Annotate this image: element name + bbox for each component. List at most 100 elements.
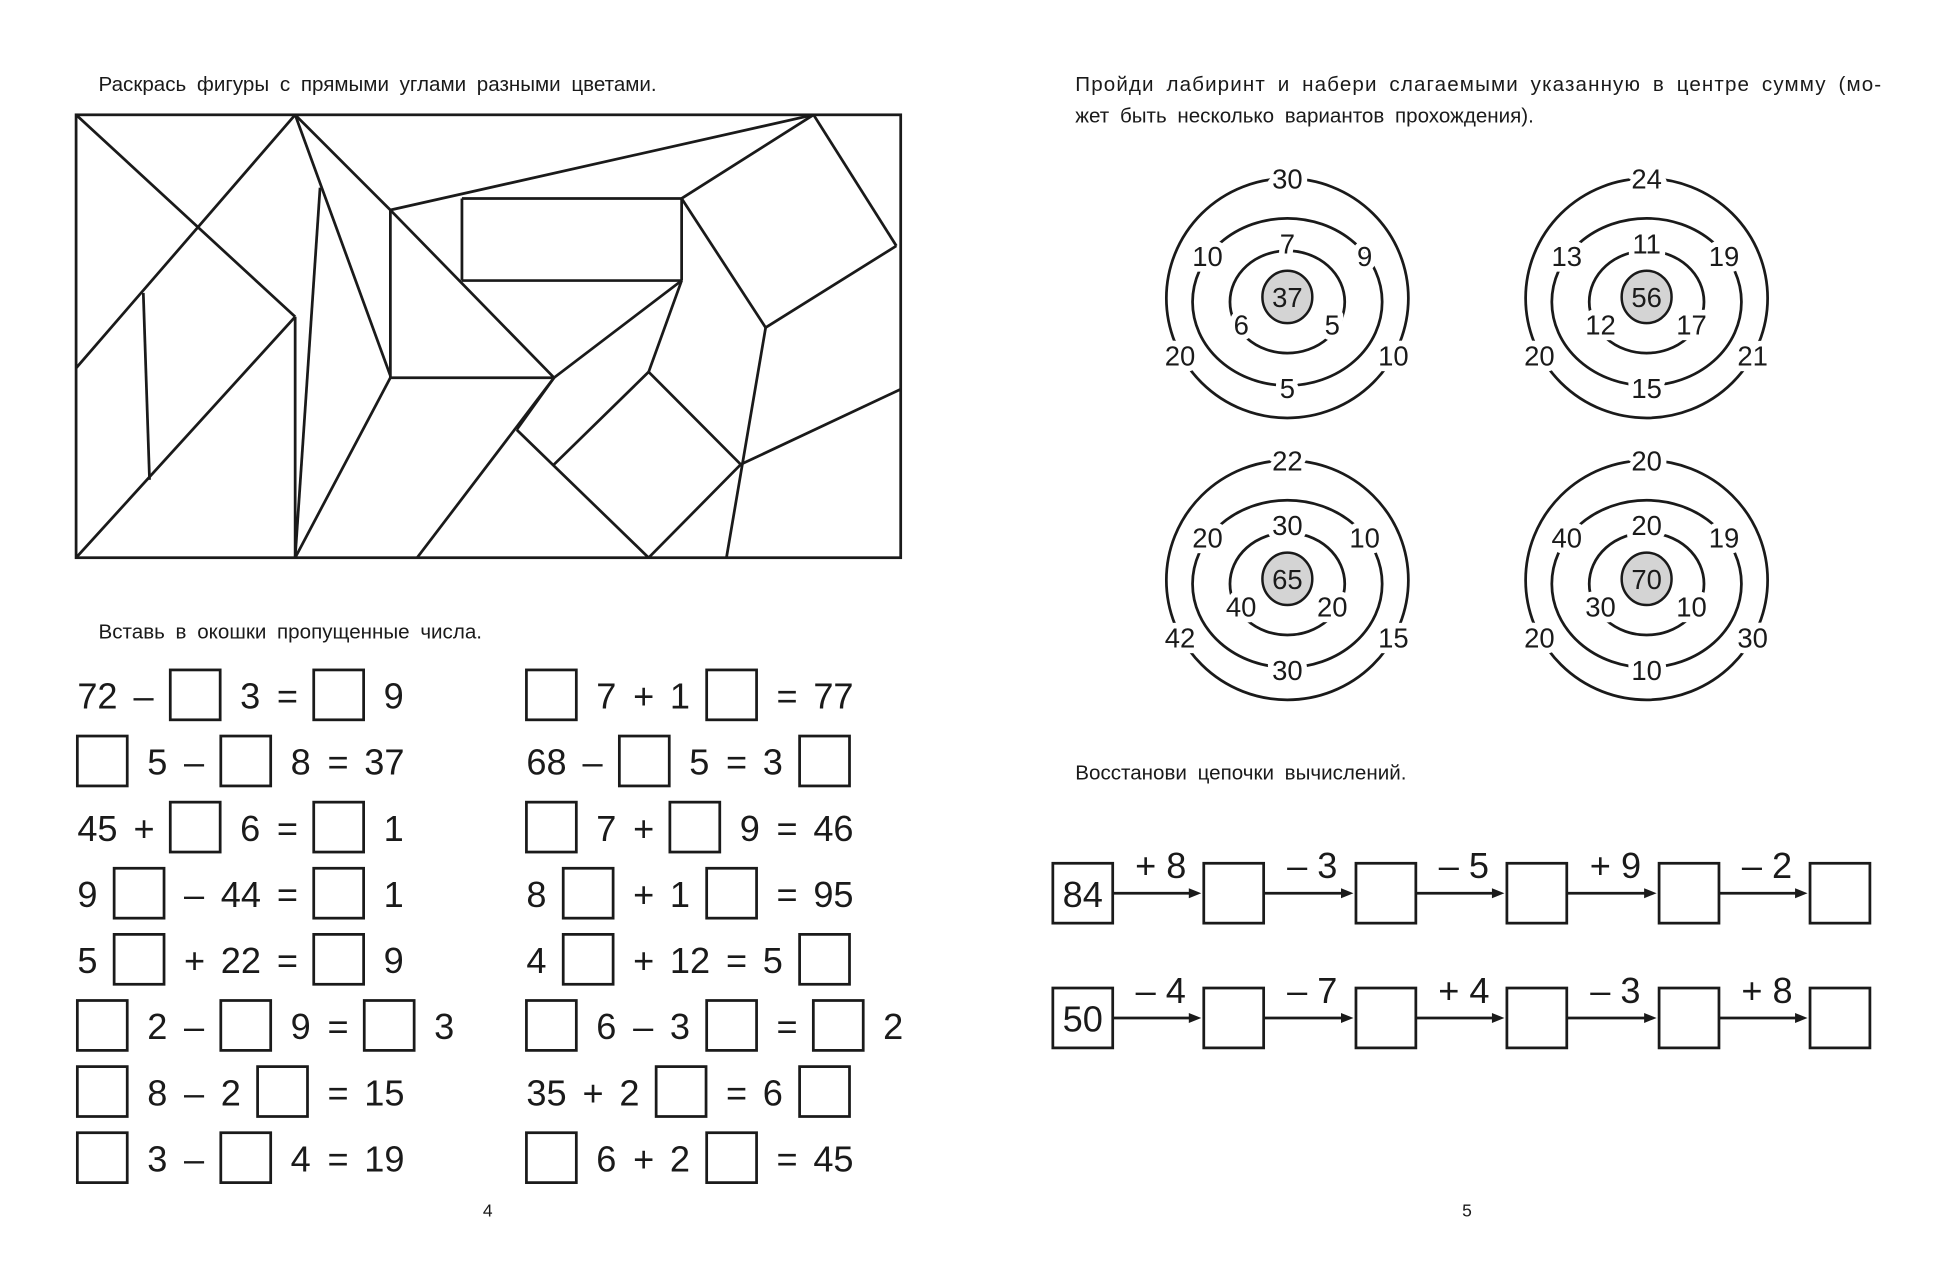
answer-box[interactable]	[798, 1065, 851, 1118]
answer-box[interactable]	[312, 800, 365, 854]
answer-box[interactable]	[112, 866, 166, 920]
answer-box[interactable]	[75, 999, 129, 1052]
equation-token: 35	[526, 1072, 566, 1113]
chain-answer-box[interactable]	[1657, 861, 1721, 925]
answer-box[interactable]	[112, 933, 166, 986]
answer-box[interactable]	[811, 999, 865, 1052]
equation-token: 7	[596, 808, 616, 849]
equation-token: 3	[434, 1006, 454, 1047]
answer-box[interactable]	[75, 734, 129, 788]
figure-line	[553, 279, 683, 379]
chain-answer-box[interactable]	[1808, 986, 1872, 1050]
equation-row: 68–5=3	[526, 734, 851, 788]
maze-outer-ring	[1164, 458, 1410, 702]
maze-number: 17	[1676, 309, 1707, 340]
chain-answer-box[interactable]	[1505, 986, 1569, 1050]
answer-box[interactable]	[561, 933, 615, 986]
answer-box[interactable]	[668, 800, 722, 854]
equation-row: 8–2=15	[75, 1065, 404, 1118]
chain-answer-box[interactable]	[1354, 986, 1418, 1050]
maze-number: 30	[1272, 510, 1303, 541]
answer-box[interactable]	[705, 1131, 758, 1184]
answer-box[interactable]	[525, 999, 578, 1052]
equation-token: –	[184, 874, 205, 915]
answer-box[interactable]	[798, 933, 851, 986]
answer-box[interactable]	[219, 999, 273, 1052]
chain-answer-box[interactable]	[1202, 986, 1266, 1050]
equation-token: –	[583, 742, 604, 783]
answer-box[interactable]	[312, 933, 365, 986]
answer-box[interactable]	[561, 866, 615, 920]
maze-inner-ring	[1587, 249, 1706, 355]
arrow-head-icon	[1340, 888, 1354, 899]
answer-box[interactable]	[168, 800, 222, 854]
equation-row: 8+1=95	[526, 866, 854, 920]
answer-box[interactable]	[705, 999, 758, 1052]
maze-number: 20	[1524, 622, 1555, 653]
equation-token: 77	[813, 676, 853, 717]
answer-box[interactable]	[705, 866, 758, 920]
equation-token: 1	[670, 874, 690, 915]
maze-number: 10	[1192, 241, 1223, 272]
equation-token: 2	[619, 1072, 639, 1113]
arrow-head-icon	[1491, 888, 1505, 899]
maze-outer-ring	[1524, 458, 1769, 702]
answer-box[interactable]	[75, 1131, 129, 1184]
figure-line	[740, 388, 902, 466]
maze-number: 20	[1631, 445, 1662, 476]
answer-box[interactable]	[525, 1131, 578, 1184]
equation-token: –	[133, 676, 154, 717]
answer-box[interactable]	[362, 999, 416, 1052]
equation-token: 44	[221, 874, 261, 915]
answer-box[interactable]	[617, 734, 671, 788]
equation-row: 5+22=9	[77, 933, 404, 986]
maze-target-sum: 65	[1272, 564, 1303, 595]
equation-token: =	[327, 1072, 348, 1113]
equation-token: 19	[364, 1138, 404, 1179]
answer-box[interactable]	[654, 1065, 708, 1118]
chain-operation: – 3	[1287, 845, 1337, 886]
equation-row: 5–8=37	[75, 734, 404, 788]
answer-box[interactable]	[312, 668, 365, 722]
equation-token: 4	[526, 940, 546, 981]
maze-middle-ring	[1191, 216, 1384, 387]
maze-number: 11	[1632, 228, 1660, 259]
chain-answer-box[interactable]	[1202, 861, 1266, 925]
task1-instruction: Раскрась фигуры с прямыми углами разными…	[99, 73, 657, 96]
chain-operation: + 4	[1438, 970, 1489, 1011]
equation-row: 4+12=5	[526, 933, 851, 986]
chain-answer-box[interactable]	[1657, 986, 1721, 1050]
chain-start-value: 84	[1063, 874, 1103, 915]
equation-token: 15	[364, 1072, 404, 1113]
answer-box[interactable]	[525, 800, 578, 854]
figure-line	[680, 113, 815, 200]
equation-token: 9	[740, 808, 760, 849]
answer-box[interactable]	[705, 668, 758, 722]
arrow-head-icon	[1795, 888, 1808, 899]
answer-box[interactable]	[312, 866, 365, 920]
equation-token: 6	[596, 1138, 616, 1179]
chain-answer-box[interactable]	[1354, 861, 1418, 925]
equation-row: 7+1=77	[525, 668, 854, 722]
answer-box[interactable]	[75, 1065, 129, 1118]
answer-box[interactable]	[219, 1131, 273, 1184]
answer-box[interactable]	[525, 668, 578, 722]
answer-box[interactable]	[256, 1065, 309, 1118]
answer-box[interactable]	[168, 668, 222, 722]
equation-token: =	[277, 874, 298, 915]
maze-number: 9	[1357, 241, 1372, 272]
arrow-head-icon	[1644, 1012, 1657, 1023]
figure-frame	[74, 113, 903, 560]
chain-answer-box[interactable]	[1505, 861, 1569, 925]
answer-box[interactable]	[219, 734, 273, 788]
maze-number: 10	[1349, 523, 1380, 554]
answer-box[interactable]	[798, 734, 851, 788]
maze-number: 20	[1192, 523, 1223, 554]
equation-token: 7	[596, 676, 616, 717]
equation-token: 2	[883, 1006, 903, 1047]
chain-answer-box[interactable]	[1808, 861, 1872, 925]
equation-token: 12	[670, 940, 710, 981]
